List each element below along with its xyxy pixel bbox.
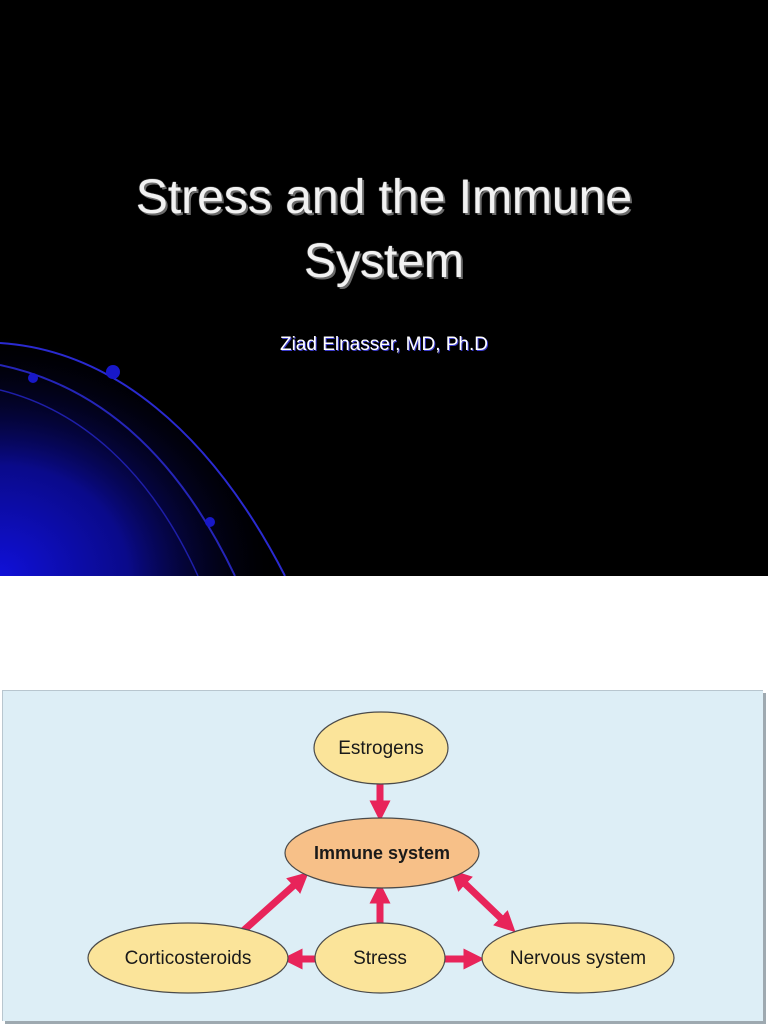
swoosh-dot <box>106 365 120 379</box>
node-estrogens-label: Estrogens <box>338 738 424 759</box>
node-corticosteroids: Corticosteroids <box>87 922 289 994</box>
arrow-corticosteroids-to-immune <box>240 871 309 934</box>
swoosh-dot <box>28 373 38 383</box>
swoosh-arc-outer <box>0 342 286 576</box>
node-stress-label: Stress <box>353 948 407 969</box>
node-immune-system: Immune system <box>284 817 480 889</box>
slide-title-line2: System <box>303 235 465 288</box>
node-immune-system-label: Immune system <box>314 843 450 863</box>
slide-author: Ziad Elnasser, MD, Ph.D <box>279 334 489 355</box>
swoosh-glow <box>0 330 285 576</box>
title-slide: Stress and the Immune System Ziad Elnass… <box>0 0 768 576</box>
node-corticosteroids-label: Corticosteroids <box>125 948 252 969</box>
slide-title: Stress and the Immune System <box>0 166 768 294</box>
node-estrogens: Estrogens <box>313 711 449 785</box>
decorative-swoosh <box>0 330 286 576</box>
diagram-panel: Estrogens Immune system Corticosteroids … <box>2 690 763 1021</box>
slide-title-line1: Stress and the Immune <box>135 171 633 224</box>
node-nervous-system: Nervous system <box>481 922 675 994</box>
node-stress: Stress <box>314 922 446 994</box>
arrow-immune-nervous-bidirectional <box>450 869 516 933</box>
diagram-slide: Estrogens Immune system Corticosteroids … <box>0 688 768 1024</box>
stress-immune-diagram: Estrogens Immune system Corticosteroids … <box>87 711 675 994</box>
node-nervous-system-label: Nervous system <box>510 948 646 969</box>
swoosh-arc-inner <box>0 389 199 576</box>
swoosh-dot <box>205 517 215 527</box>
